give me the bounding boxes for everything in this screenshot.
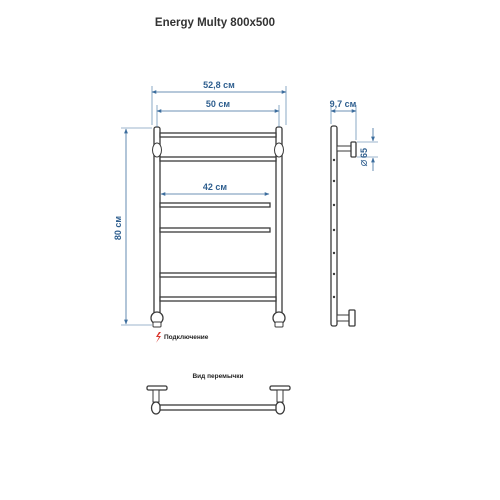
inner-width-label: 50 см bbox=[206, 99, 231, 109]
side-post bbox=[330, 125, 338, 327]
jumper-view-label: Вид перемычки bbox=[192, 373, 243, 380]
jumper-right-stem bbox=[276, 389, 284, 403]
jumper-bar bbox=[159, 404, 277, 411]
bar-length-label: 42 см bbox=[203, 182, 228, 192]
bottom-fitting-nut bbox=[274, 321, 284, 328]
side-dot bbox=[332, 179, 336, 183]
diameter-label-group: 65 bbox=[359, 148, 369, 167]
side-top-bracket-plate bbox=[350, 141, 357, 158]
side-dot bbox=[332, 272, 336, 276]
crossbar bbox=[159, 227, 271, 233]
crossbar bbox=[159, 272, 277, 278]
side-dot bbox=[332, 295, 336, 299]
lightning-icon bbox=[156, 332, 161, 343]
bottom-fitting-nut bbox=[152, 321, 162, 328]
crossbar bbox=[159, 156, 277, 162]
connection-note: Подключение bbox=[164, 334, 209, 341]
side-top-bracket-arm bbox=[336, 145, 352, 152]
diameter-label: 65 bbox=[359, 148, 369, 158]
jumper-right-cap bbox=[269, 385, 291, 391]
wall-bracket bbox=[274, 142, 284, 158]
crossbar bbox=[159, 296, 277, 302]
crossbar bbox=[159, 132, 277, 138]
jumper-left-stem bbox=[152, 389, 160, 403]
jumper-view: Вид перемычки bbox=[146, 373, 291, 415]
crossbar bbox=[159, 202, 271, 208]
diameter-symbol-icon bbox=[361, 160, 367, 167]
jumper-left-cap bbox=[146, 385, 168, 391]
drawing-title: Energy Multy 800x500 bbox=[155, 17, 275, 29]
side-bottom-fitting-plate bbox=[348, 309, 356, 327]
overall-width-label: 52,8 см bbox=[203, 80, 235, 90]
side-dot bbox=[332, 158, 336, 162]
jumper-right-joint bbox=[274, 401, 286, 415]
side-dot bbox=[332, 228, 336, 232]
front-view: 52,8 см 50 см 42 см 80 см Подключение bbox=[113, 80, 287, 343]
side-dot bbox=[332, 203, 336, 207]
side-view: 9,7 см 65 bbox=[330, 99, 378, 327]
depth-label: 9,7 см bbox=[330, 99, 357, 109]
side-bottom-fitting-arm bbox=[336, 314, 350, 322]
side-dot bbox=[332, 251, 336, 255]
diameter-symbol-stroke bbox=[360, 159, 368, 167]
height-label: 80 см bbox=[113, 216, 123, 241]
jumper-left-joint bbox=[150, 401, 162, 415]
wall-bracket bbox=[152, 142, 162, 158]
